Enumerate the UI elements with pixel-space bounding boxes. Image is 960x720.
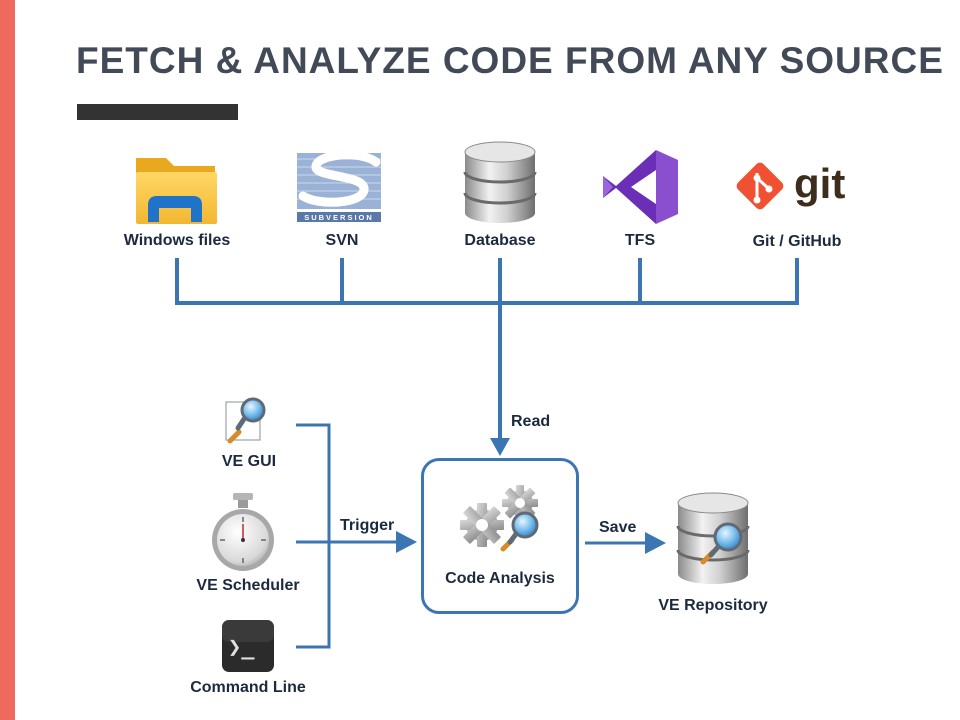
save-arrowhead — [645, 532, 666, 554]
terminal-icon: ❯_ — [222, 620, 274, 672]
stopwatch-icon — [212, 493, 274, 571]
source-label-database: Database — [464, 232, 536, 249]
git-logo-icon: git — [736, 160, 845, 210]
source-label-svn: SVN — [325, 232, 359, 249]
source-label-git-github: Git / GitHub — [752, 233, 842, 250]
trigger-label-ve-gui: VE GUI — [221, 453, 277, 470]
trigger-bracket-connector — [296, 423, 398, 649]
visual-studio-icon — [603, 150, 678, 224]
subversion-logo-text: SUBVERSION — [304, 213, 374, 222]
read-arrowhead — [490, 438, 510, 456]
database-icon — [463, 141, 537, 223]
trigger-label-ve-scheduler: VE Scheduler — [196, 577, 300, 594]
magnifier-document-icon — [225, 397, 266, 444]
page-title: FETCH & ANALYZE CODE FROM ANY SOURCE — [76, 40, 944, 81]
edge-label-save: Save — [599, 519, 637, 536]
edge-label-read: Read — [511, 413, 551, 430]
left-accent-bar — [0, 0, 15, 720]
source-label-tfs: TFS — [624, 232, 656, 249]
source-label-windows-files: Windows files — [123, 232, 231, 249]
trigger-arrowhead — [396, 531, 417, 553]
terminal-prompt-glyph: ❯_ — [228, 635, 255, 660]
gears-magnifier-icon — [460, 485, 539, 552]
edge-label-trigger: Trigger — [340, 517, 395, 534]
code-analysis-node — [421, 458, 579, 614]
process-label-code-analysis: Code Analysis — [445, 570, 555, 587]
windows-folder-icon — [136, 158, 217, 224]
title-underline — [77, 104, 238, 120]
source-bus-connector — [175, 258, 799, 440]
database-magnifier-icon — [676, 492, 750, 584]
trigger-label-command-line: Command Line — [190, 679, 306, 696]
subversion-logo-icon: SUBVERSION — [297, 150, 381, 222]
repository-label: VE Repository — [658, 597, 768, 614]
git-logo-text: git — [794, 160, 845, 207]
